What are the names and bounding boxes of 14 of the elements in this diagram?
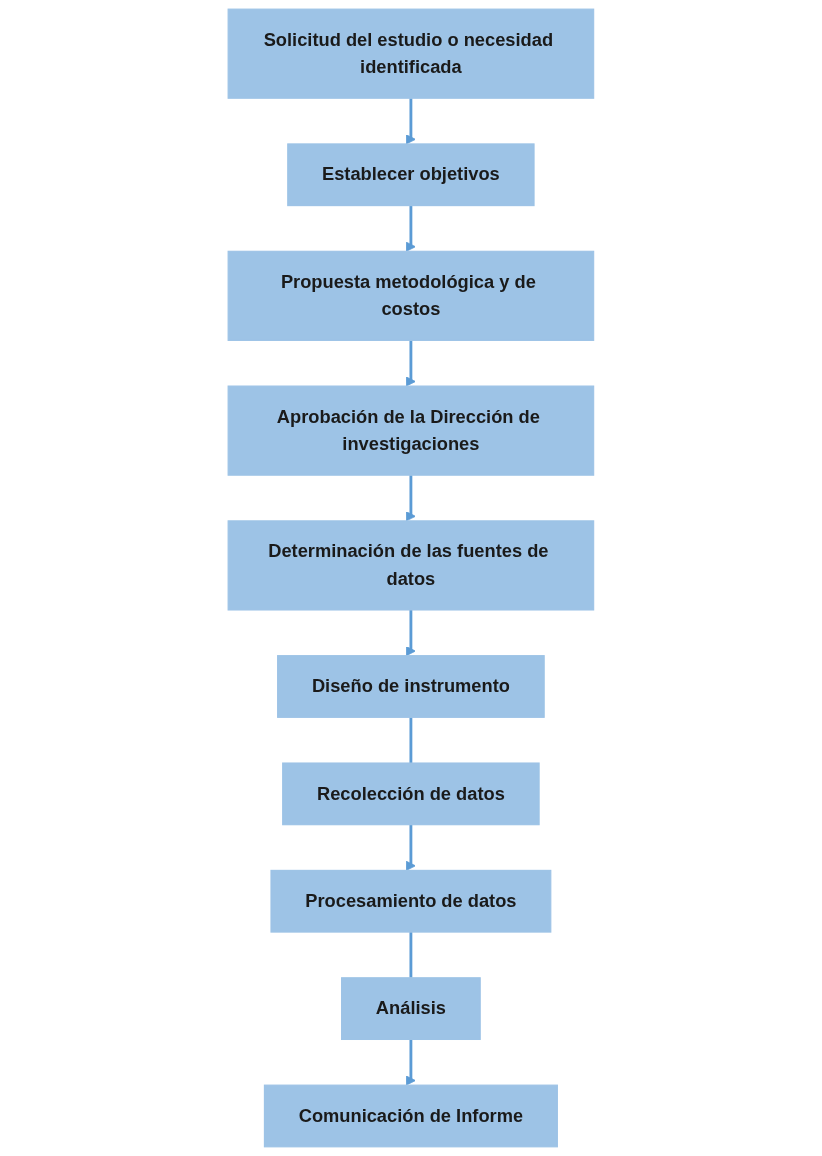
arrow (405, 608, 416, 657)
arrow (405, 1038, 416, 1086)
node-box: Solicitud del estudio o necesidad identificada (227, 8, 595, 99)
node-box: Determinación de las fuentes de datos (227, 520, 595, 611)
node-box: Análisis (341, 977, 481, 1041)
node-box: Aprobación de la Dirección de investigaciones (227, 385, 595, 476)
node-box: Diseño de instrumento (277, 655, 545, 718)
node-box: Propuesta metodológica y de costos (227, 250, 595, 341)
arrow (405, 204, 416, 252)
node-box: Recolección de datos (282, 762, 540, 826)
arrow (405, 823, 416, 871)
node-box: Comunicación de Informe (263, 1084, 559, 1148)
node-box: Establecer objetivos (287, 143, 535, 207)
node-box: Procesamiento de datos (270, 869, 552, 933)
